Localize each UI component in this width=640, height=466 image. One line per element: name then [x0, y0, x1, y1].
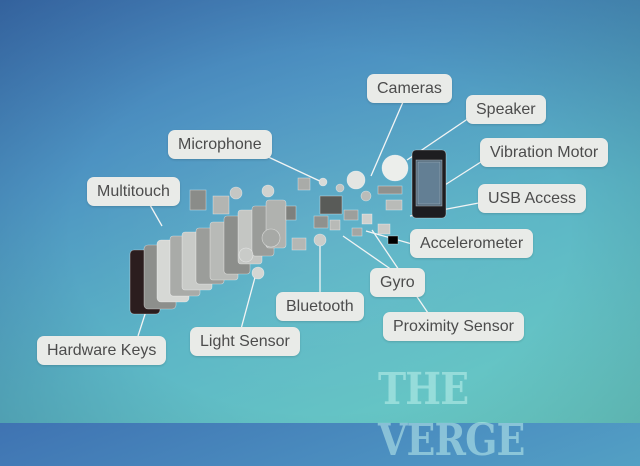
label-vibration-motor: Vibration Motor — [480, 138, 609, 167]
label-proximity-sensor: Proximity Sensor — [383, 312, 524, 341]
label-usb-access: USB Access — [478, 184, 587, 213]
label-microphone: Microphone — [168, 130, 272, 159]
label-speaker: Speaker — [466, 95, 546, 124]
label-gyro: Gyro — [370, 268, 425, 297]
label-hardware-keys: Hardware Keys — [37, 336, 167, 365]
label-light-sensor: Light Sensor — [190, 327, 300, 356]
the-verge-watermark: THE VERGE — [378, 364, 525, 466]
label-accelerometer: Accelerometer — [410, 229, 534, 258]
phone-layers — [129, 149, 447, 315]
label-bluetooth: Bluetooth — [276, 292, 364, 321]
label-multitouch: Multitouch — [87, 177, 180, 206]
label-cameras: Cameras — [367, 74, 452, 103]
